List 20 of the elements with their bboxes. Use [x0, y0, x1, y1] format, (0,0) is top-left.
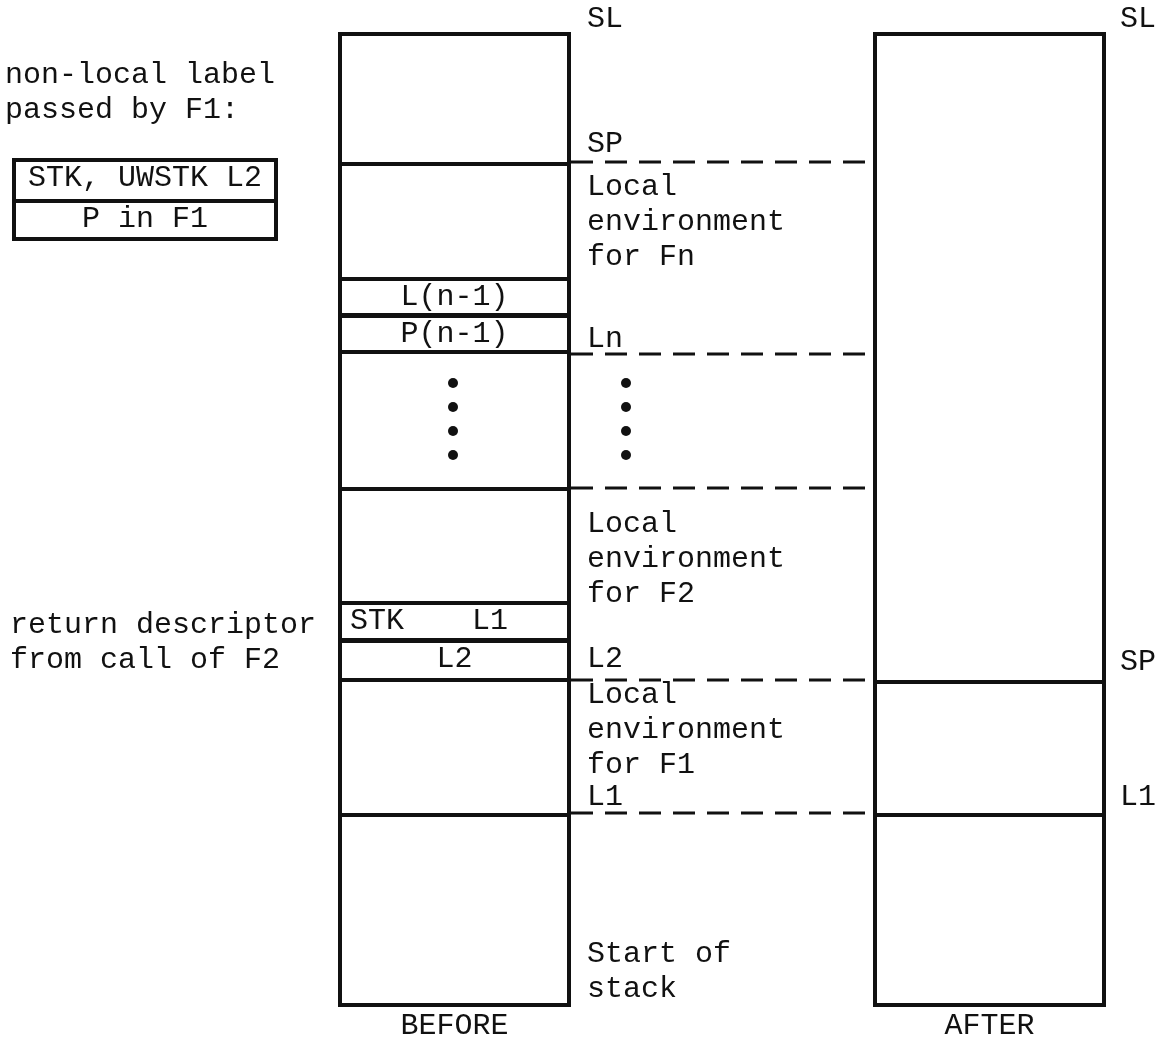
stack-limit-label: SL	[1120, 2, 1156, 37]
stack-cell: P(n-1)	[342, 314, 567, 354]
pointer-label: Ln	[587, 322, 623, 357]
stack-cell: STK L1	[342, 601, 567, 642]
region-label: Local environment for F1	[587, 678, 787, 783]
pointer-label: L2	[587, 642, 623, 677]
pointer-label: SP	[587, 127, 623, 162]
stack-limit-label: SL	[587, 2, 623, 37]
column-caption: BEFORE	[399, 1009, 510, 1044]
region-label: Start of stack	[587, 937, 733, 1007]
note-text: non-local label passed by F1:	[5, 58, 277, 128]
region-label: Local environment for Fn	[587, 170, 787, 275]
column-caption: AFTER	[943, 1009, 1036, 1044]
pointer-label: SP	[1120, 645, 1156, 680]
pointer-label: L1	[1120, 780, 1156, 815]
stack-cell: L(n-1)	[342, 277, 567, 317]
region-label: Local environment for F2	[587, 507, 787, 612]
note-text: return descriptor from call of F2	[10, 608, 318, 678]
stack-cell: L2	[342, 639, 567, 682]
pointer-label: L1	[587, 780, 623, 815]
